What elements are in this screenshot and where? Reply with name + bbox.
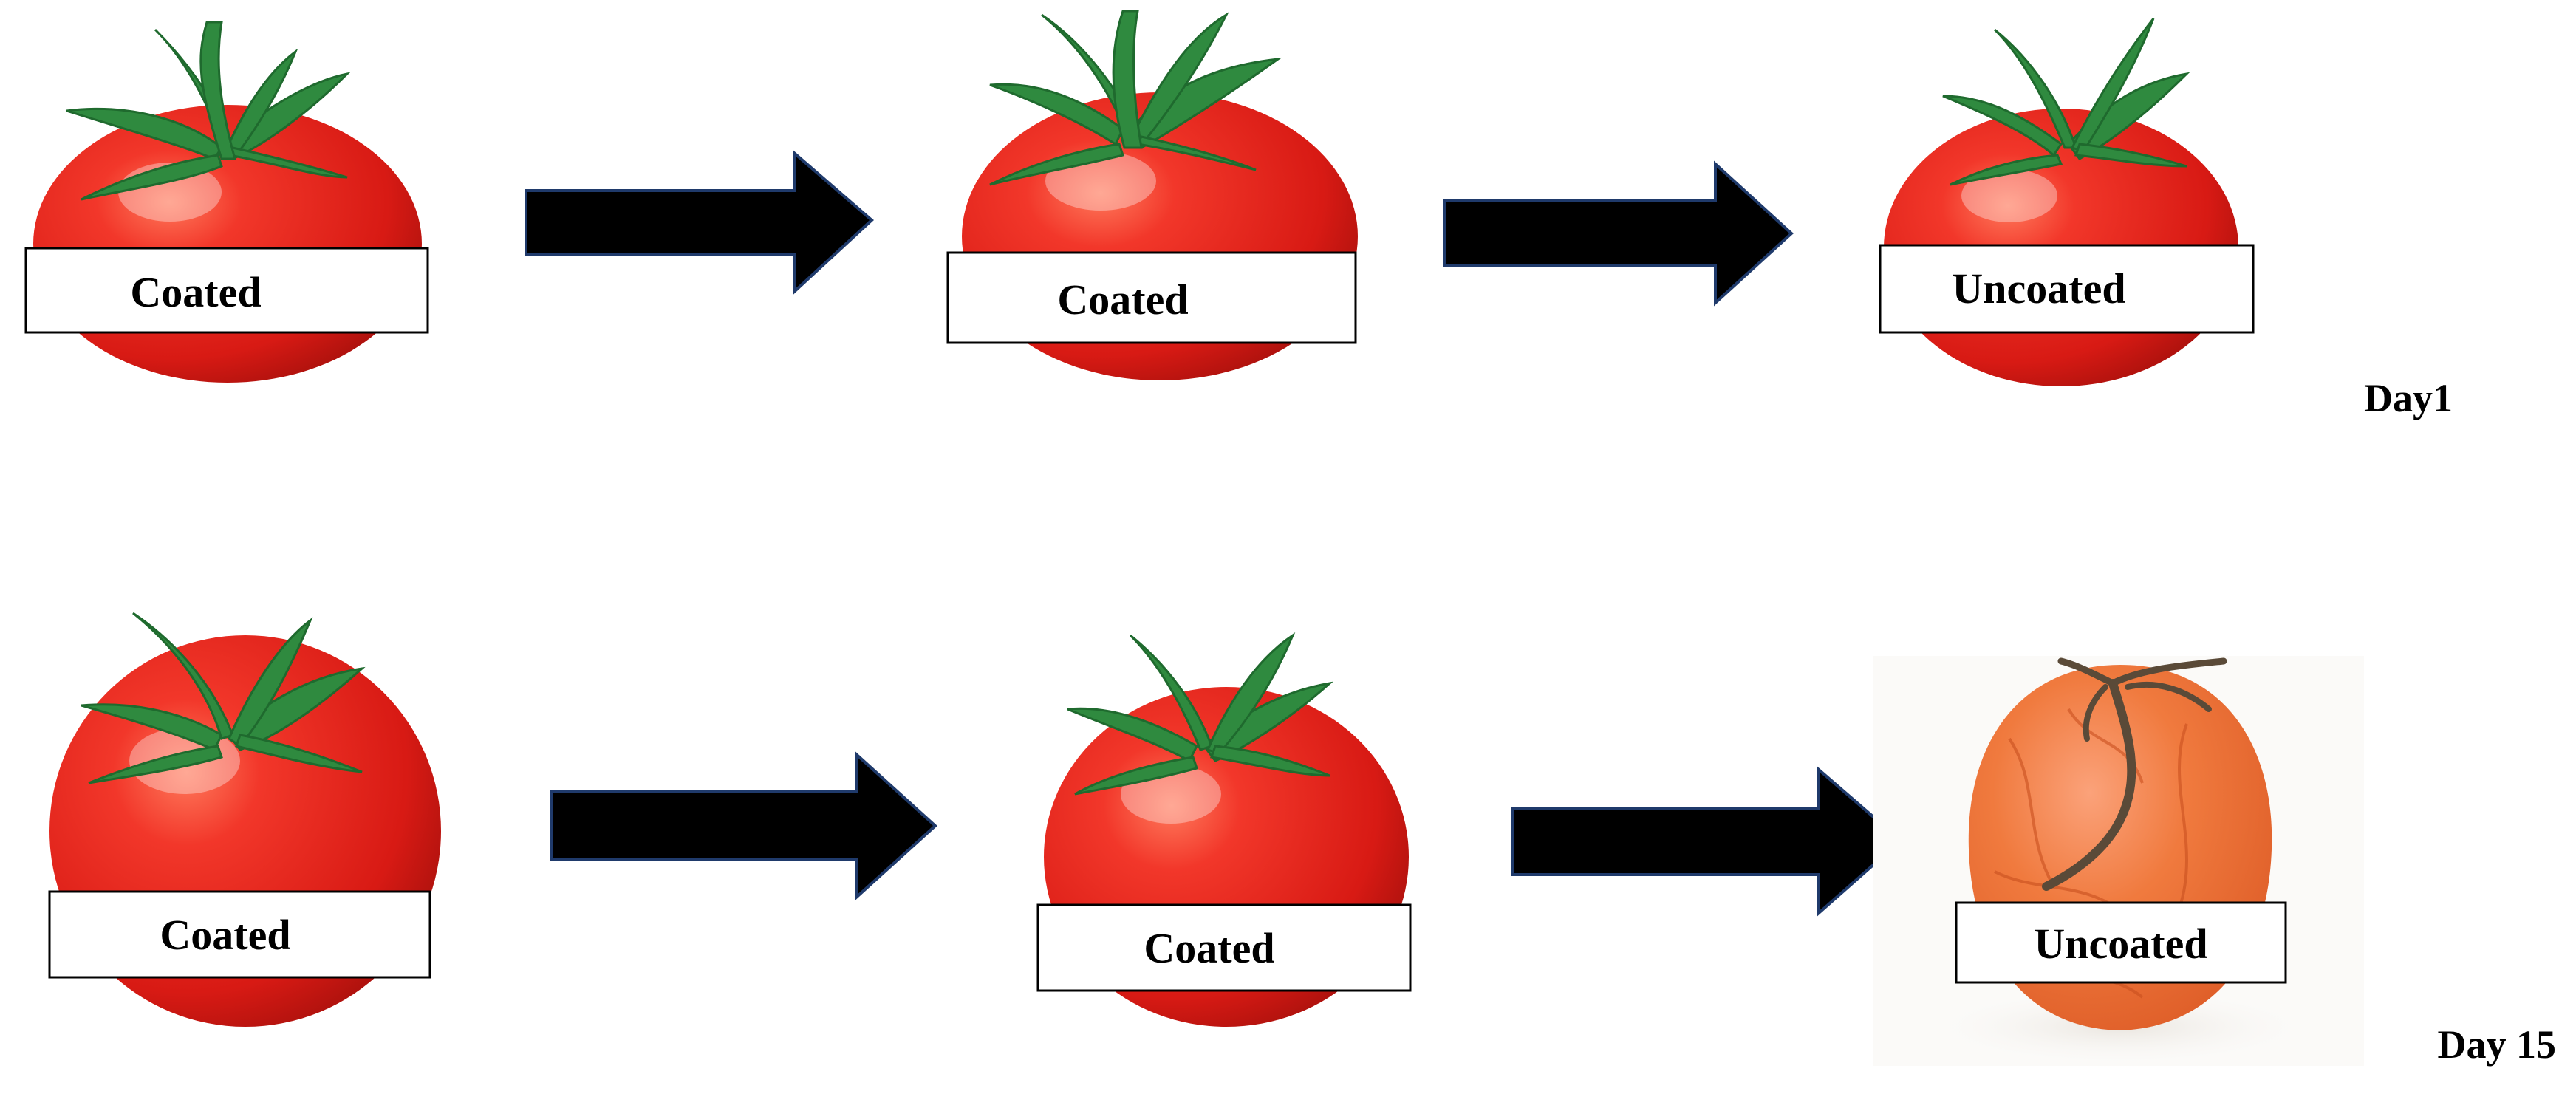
stem-icon [1942, 18, 2190, 186]
label-text: Coated [160, 911, 290, 959]
arrow-right-icon [1443, 160, 1794, 307]
tomato-day15-stage2: Coated [1036, 632, 1412, 1027]
tomato-day1-stage1: Coated [24, 21, 429, 383]
label-text: Coated [130, 268, 261, 316]
arrow-right-icon [550, 751, 937, 900]
row-day15: Coated Coated [48, 612, 2557, 1071]
tomato-day1-stage3: Uncoated [1879, 18, 2255, 386]
day-label: Day1 [2364, 376, 2453, 420]
label-text: Coated [1057, 276, 1188, 324]
stem-icon [1067, 632, 1333, 796]
day-label: Day 15 [2438, 1022, 2557, 1067]
tomato-day1-stage2: Coated [946, 10, 1358, 380]
tomato-day15-stage1: Coated [48, 612, 441, 1027]
tomato-day15-stage3-rotten: Uncoated [1873, 656, 2364, 1071]
row-day1: Coated Coated [24, 10, 2453, 420]
tomato-highlight [1961, 169, 2057, 222]
arrow-right-icon [525, 150, 875, 295]
label-box: Uncoated [1955, 901, 2287, 984]
dried-stem-icon [2042, 657, 2227, 891]
stem-icon [66, 21, 351, 201]
label-box: Coated [1036, 903, 1412, 992]
label-text: Coated [1144, 924, 1274, 972]
label-box: Uncoated [1879, 244, 2255, 334]
label-text: Uncoated [2034, 920, 2207, 968]
label-box: Coated [946, 251, 1357, 344]
arrow-right-icon [1511, 766, 1904, 917]
stem-icon [81, 612, 366, 784]
stem-icon [989, 10, 1282, 186]
label-box: Coated [24, 247, 429, 334]
label-box: Coated [48, 890, 431, 979]
label-text: Uncoated [1952, 264, 2125, 312]
